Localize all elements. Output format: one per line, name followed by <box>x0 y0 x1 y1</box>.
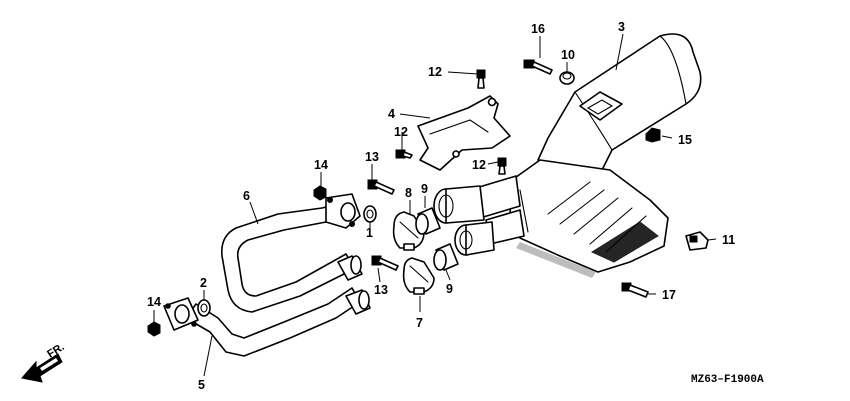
front-direction-label: FR. <box>45 341 66 361</box>
callout-2: 2 <box>200 276 207 290</box>
callout-13: 13 <box>374 283 388 297</box>
bolt-12-lower[interactable] <box>497 157 507 175</box>
callout-12: 12 <box>428 65 442 79</box>
callout-13: 13 <box>365 150 379 164</box>
callout-labels: 3 16 10 12 4 12 12 15 13 14 9 8 6 1 11 2… <box>147 20 735 392</box>
nut-15[interactable] <box>645 127 661 143</box>
bolt-17[interactable] <box>621 282 649 298</box>
nut-14-lower[interactable] <box>147 321 161 337</box>
gasket-2[interactable] <box>197 299 211 317</box>
joint-sleeve-upper[interactable] <box>415 207 441 235</box>
leader-lines <box>153 33 717 377</box>
callout-9: 9 <box>446 282 453 296</box>
heat-shield-bracket[interactable] <box>417 95 511 171</box>
callout-7: 7 <box>416 316 423 330</box>
collar-10[interactable] <box>559 71 575 85</box>
front-exhaust-pipe[interactable] <box>220 193 363 313</box>
callout-12: 12 <box>472 158 486 172</box>
clip-nut-11[interactable] <box>685 231 709 251</box>
diagram-code: MZ63–F1900A <box>691 374 764 386</box>
callout-11: 11 <box>722 233 735 247</box>
callout-16: 16 <box>531 22 545 36</box>
bolt-12-top[interactable] <box>476 69 486 89</box>
callout-4: 4 <box>388 107 395 121</box>
muffler-assembly[interactable] <box>433 33 702 278</box>
rear-exhaust-pipe[interactable] <box>163 287 371 357</box>
nut-14-upper[interactable] <box>313 185 327 201</box>
bolt-13-lower[interactable] <box>371 255 399 271</box>
bolt-13-upper[interactable] <box>367 179 395 195</box>
callout-14: 14 <box>314 158 328 172</box>
callout-8: 8 <box>405 186 412 200</box>
bolt-12-mid[interactable] <box>395 149 413 159</box>
callout-9: 9 <box>421 182 428 196</box>
callout-17: 17 <box>662 288 676 302</box>
joint-sleeve-lower[interactable] <box>433 243 459 271</box>
callout-3: 3 <box>618 20 625 34</box>
callout-10: 10 <box>561 48 575 62</box>
callout-1: 1 <box>366 226 373 240</box>
bolt-16[interactable] <box>523 59 553 75</box>
callout-12: 12 <box>394 125 408 139</box>
callout-14: 14 <box>147 295 161 309</box>
callout-5: 5 <box>198 378 205 392</box>
callout-6: 6 <box>243 189 250 203</box>
gasket-1[interactable] <box>363 205 377 223</box>
exhaust-clamp-lower[interactable] <box>402 257 435 295</box>
front-direction-indicator: FR. <box>21 341 67 383</box>
callout-15: 15 <box>678 133 692 147</box>
